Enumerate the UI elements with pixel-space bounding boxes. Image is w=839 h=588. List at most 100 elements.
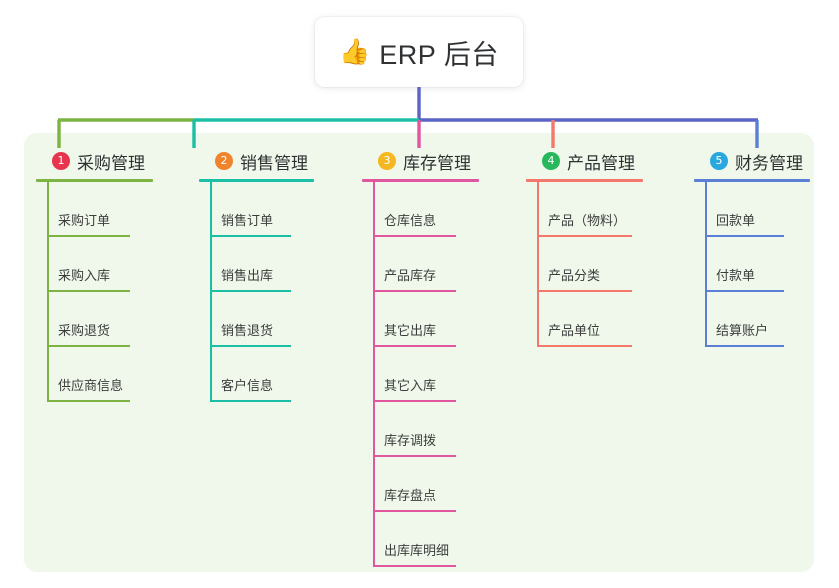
leaf-node[interactable]: 库存调拨 <box>362 402 479 457</box>
column-spine-1 <box>47 182 49 402</box>
column-header-rule-2 <box>199 179 314 182</box>
leaf-node-rule <box>374 345 456 347</box>
leaf-node-rule <box>538 290 632 292</box>
leaf-node-rule <box>538 345 632 347</box>
column-items-1: 采购订单采购入库采购退货供应商信息 <box>36 182 153 402</box>
leaf-node[interactable]: 回款单 <box>694 182 810 237</box>
leaf-node-rule <box>374 400 456 402</box>
leaf-node[interactable]: 出库库明细 <box>362 512 479 567</box>
leaf-node[interactable]: 付款单 <box>694 237 810 292</box>
leaf-node-label: 库存盘点 <box>384 488 437 503</box>
leaf-node[interactable]: 采购退货 <box>36 292 153 347</box>
leaf-node-rule <box>48 290 130 292</box>
leaf-node-label: 销售退货 <box>221 323 274 338</box>
leaf-node-label: 仓库信息 <box>384 213 437 228</box>
leaf-node-label: 销售出库 <box>221 268 274 283</box>
leaf-node-rule <box>211 235 291 237</box>
leaf-node[interactable]: 产品分类 <box>526 237 643 292</box>
leaf-node-label: 产品库存 <box>384 268 437 283</box>
leaf-node[interactable]: 销售退货 <box>199 292 314 347</box>
content-panel <box>24 133 814 572</box>
leaf-node-rule <box>374 290 456 292</box>
leaf-node-label: 产品单位 <box>548 323 601 338</box>
column-header-4[interactable]: 4 产品管理 <box>526 148 643 174</box>
column-badge-4: 4 <box>542 152 560 170</box>
root-title: ERP 后台 <box>379 39 499 70</box>
column-header-1[interactable]: 1 采购管理 <box>36 148 153 174</box>
column-items-5: 回款单付款单结算账户 <box>694 182 810 347</box>
leaf-node[interactable]: 仓库信息 <box>362 182 479 237</box>
leaf-node-rule <box>211 290 291 292</box>
leaf-node-label: 其它出库 <box>384 323 437 338</box>
leaf-node[interactable]: 产品库存 <box>362 237 479 292</box>
leaf-node-rule <box>211 345 291 347</box>
column-title-1: 采购管理 <box>77 153 145 173</box>
column-header-rule-4 <box>526 179 643 182</box>
leaf-node-label: 采购退货 <box>58 323 111 338</box>
column-items-4: 产品（物料） 产品分类产品单位 <box>526 182 643 347</box>
leaf-node-label: 回款单 <box>716 213 756 228</box>
column-title-3: 库存管理 <box>403 153 471 173</box>
column-badge-5: 5 <box>710 152 728 170</box>
leaf-node[interactable]: 产品单位 <box>526 292 643 347</box>
leaf-node-rule <box>48 400 130 402</box>
leaf-node[interactable]: 结算账户 <box>694 292 810 347</box>
leaf-node-rule <box>374 235 456 237</box>
column-spine-4 <box>537 182 539 347</box>
leaf-node[interactable]: 库存盘点 <box>362 457 479 512</box>
column-2: 2 销售管理销售订单销售出库销售退货客户信息 <box>199 148 314 402</box>
leaf-node-label: 产品分类 <box>548 268 601 283</box>
column-title-2: 销售管理 <box>240 153 308 173</box>
leaf-node-label: 结算账户 <box>716 323 769 338</box>
column-4: 4 产品管理产品（物料） 产品分类产品单位 <box>526 148 643 347</box>
leaf-node-label: 销售订单 <box>221 213 274 228</box>
column-spine-5 <box>705 182 707 347</box>
leaf-node-rule <box>706 235 784 237</box>
column-header-3[interactable]: 3 库存管理 <box>362 148 479 174</box>
column-header-2[interactable]: 2 销售管理 <box>199 148 314 174</box>
leaf-node[interactable]: 供应商信息 <box>36 347 153 402</box>
column-1: 1 采购管理采购订单采购入库采购退货供应商信息 <box>36 148 153 402</box>
leaf-node-rule <box>211 400 291 402</box>
column-badge-1: 1 <box>52 152 70 170</box>
leaf-node-label: 客户信息 <box>221 378 274 393</box>
leaf-node-label: 供应商信息 <box>58 378 124 393</box>
leaf-node[interactable]: 其它入库 <box>362 347 479 402</box>
leaf-node[interactable]: 采购入库 <box>36 237 153 292</box>
column-items-3: 仓库信息产品库存其它出库其它入库库存调拨库存盘点出库库明细 <box>362 182 479 567</box>
leaf-node-label: 采购订单 <box>58 213 111 228</box>
leaf-node-rule <box>374 510 456 512</box>
column-header-rule-1 <box>36 179 153 182</box>
leaf-node-rule <box>706 345 784 347</box>
leaf-node-rule <box>48 345 130 347</box>
leaf-node-rule <box>48 235 130 237</box>
column-spine-2 <box>210 182 212 402</box>
leaf-node[interactable]: 销售订单 <box>199 182 314 237</box>
leaf-node-label: 产品（物料） <box>548 213 627 228</box>
leaf-node-label: 库存调拨 <box>384 433 437 448</box>
leaf-node[interactable]: 销售出库 <box>199 237 314 292</box>
leaf-node-rule <box>374 455 456 457</box>
column-spine-3 <box>373 182 375 567</box>
column-header-rule-3 <box>362 179 479 182</box>
thumbs-up-icon: 👍 <box>339 37 371 66</box>
column-3: 3 库存管理仓库信息产品库存其它出库其它入库库存调拨库存盘点出库库明细 <box>362 148 479 567</box>
leaf-node-rule <box>374 565 456 567</box>
column-title-4: 产品管理 <box>567 153 635 173</box>
leaf-node-label: 出库库明细 <box>384 543 450 558</box>
leaf-node[interactable]: 客户信息 <box>199 347 314 402</box>
leaf-node-rule <box>706 290 784 292</box>
leaf-node[interactable]: 其它出库 <box>362 292 479 347</box>
column-badge-2: 2 <box>215 152 233 170</box>
column-items-2: 销售订单销售出库销售退货客户信息 <box>199 182 314 402</box>
column-badge-3: 3 <box>378 152 396 170</box>
leaf-node[interactable]: 采购订单 <box>36 182 153 237</box>
leaf-node-rule <box>538 235 632 237</box>
leaf-node[interactable]: 产品（物料） <box>526 182 643 237</box>
root-title-card[interactable]: 👍 ERP 后台 <box>315 17 523 87</box>
column-header-rule-5 <box>694 179 810 182</box>
leaf-node-label: 采购入库 <box>58 268 111 283</box>
